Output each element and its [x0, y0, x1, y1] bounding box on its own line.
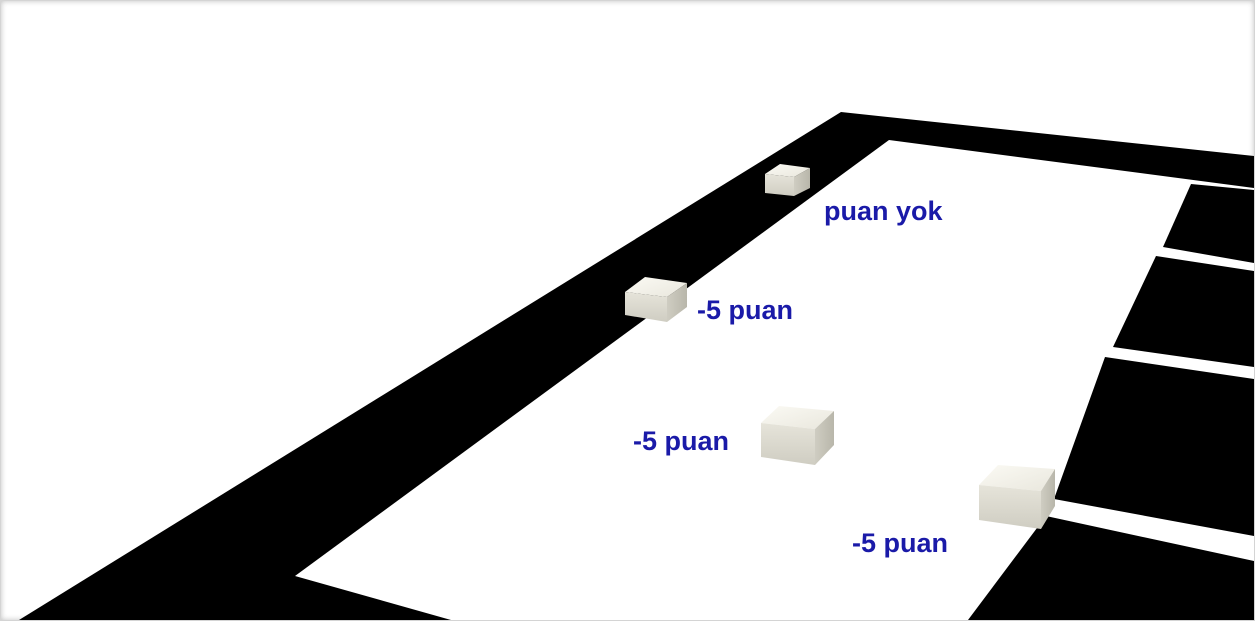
label-top-block: puan yok	[824, 196, 944, 226]
zone-3	[1054, 357, 1254, 536]
label-left-edge-block: -5 puan	[697, 295, 793, 325]
zone-2	[1113, 256, 1254, 367]
label-right-edge-block: -5 puan	[852, 528, 948, 558]
label-middle-block: -5 puan	[633, 426, 729, 456]
block-middle	[761, 406, 834, 465]
zone-1	[1163, 184, 1254, 263]
block-top	[765, 164, 810, 196]
block-left-edge	[625, 277, 687, 322]
block-right-edge	[979, 465, 1055, 529]
zone-4	[968, 516, 1254, 620]
